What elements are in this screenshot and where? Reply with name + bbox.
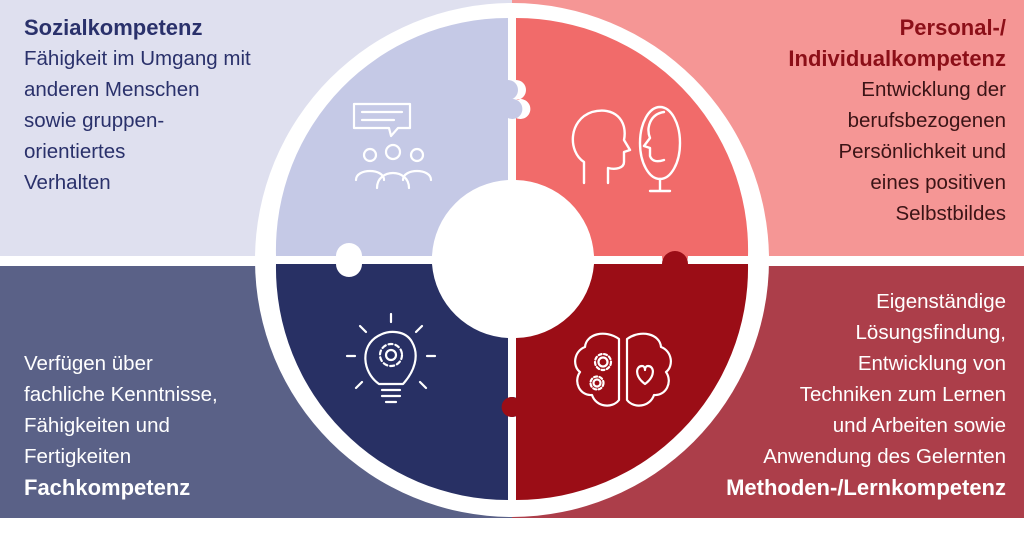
social-puzzle-piece bbox=[275, 17, 523, 256]
professional-title: Fachkompetenz bbox=[24, 475, 191, 500]
social-title: Sozialkompetenz bbox=[24, 15, 203, 40]
center-circle bbox=[438, 185, 586, 333]
professional-text-block: Verfügen über fachliche Kenntnisse, Fähi… bbox=[24, 348, 218, 503]
method-title: Methoden-/Lernkompetenz bbox=[726, 475, 1006, 500]
method-puzzle-piece bbox=[501, 251, 749, 501]
professional-description: Verfügen über fachliche Kenntnisse, Fähi… bbox=[24, 352, 218, 468]
personal-title: Personal-/ Individualkompetenz bbox=[788, 15, 1006, 71]
group-discussion-icon bbox=[352, 102, 433, 190]
social-description: Fähigkeit im Umgang mit anderen Menschen… bbox=[24, 47, 251, 194]
personal-puzzle-piece bbox=[516, 17, 749, 270]
method-text-block: Eigenständige Lösungsfindung, Entwicklun… bbox=[726, 286, 1006, 503]
self-reflection-icon bbox=[571, 105, 682, 193]
professional-puzzle-piece bbox=[275, 264, 523, 501]
personal-description: Entwicklung der berufsbezogenen Persönli… bbox=[838, 78, 1006, 225]
brain-icon bbox=[574, 332, 672, 407]
method-description: Eigenständige Lösungsfindung, Entwicklun… bbox=[763, 290, 1006, 468]
idea-bulb-icon bbox=[345, 312, 437, 404]
